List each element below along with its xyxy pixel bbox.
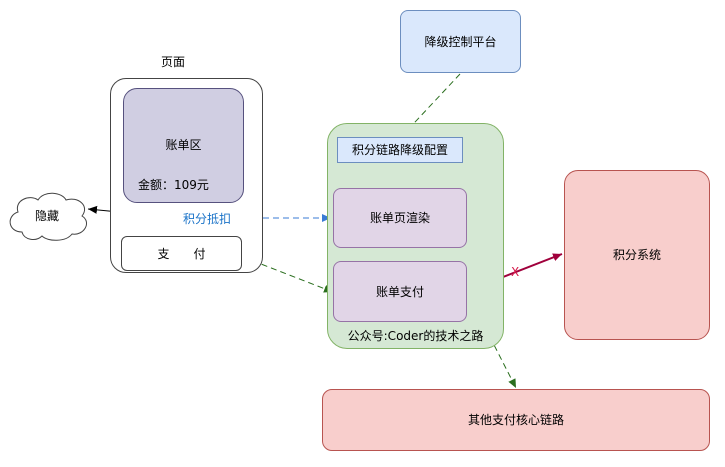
cloud-shape bbox=[9, 192, 87, 241]
pay-button[interactable]: 支 付 bbox=[121, 236, 242, 271]
blocked-mark: X bbox=[511, 265, 520, 279]
points-system-label: 积分系统 bbox=[612, 248, 661, 262]
other-payment-core-chain: 其他支付核心链路 bbox=[322, 389, 710, 451]
degrade-control-platform-label: 降级控制平台 bbox=[424, 34, 497, 49]
bill-payment-label: 账单支付 bbox=[375, 284, 424, 299]
bill-area bbox=[123, 88, 244, 203]
hidden-cloud-label: 隐藏 bbox=[34, 209, 59, 223]
pay-button-label: 支 付 bbox=[157, 246, 206, 261]
bill-page-render: 账单页渲染 bbox=[333, 188, 467, 248]
bill-area-title: 账单区 bbox=[165, 138, 202, 152]
page-label: 页面 bbox=[160, 55, 185, 69]
degrade-control-platform: 降级控制平台 bbox=[400, 10, 521, 73]
points-deduct-link[interactable]: 积分抵扣 bbox=[183, 212, 232, 226]
edge-pay-to-billpay bbox=[242, 256, 334, 293]
bill-payment: 账单支付 bbox=[333, 261, 467, 322]
bill-page-render-label: 账单页渲染 bbox=[369, 211, 430, 225]
points-degrade-config: 积分链路降级配置 bbox=[337, 137, 463, 163]
group-caption: 公众号:Coder的技术之路 bbox=[347, 329, 484, 343]
other-payment-core-chain-label: 其他支付核心链路 bbox=[467, 413, 564, 427]
points-system: 积分系统 bbox=[564, 170, 710, 340]
bill-amount: 金额：109元 bbox=[138, 178, 209, 192]
points-degrade-config-label: 积分链路降级配置 bbox=[351, 143, 448, 157]
